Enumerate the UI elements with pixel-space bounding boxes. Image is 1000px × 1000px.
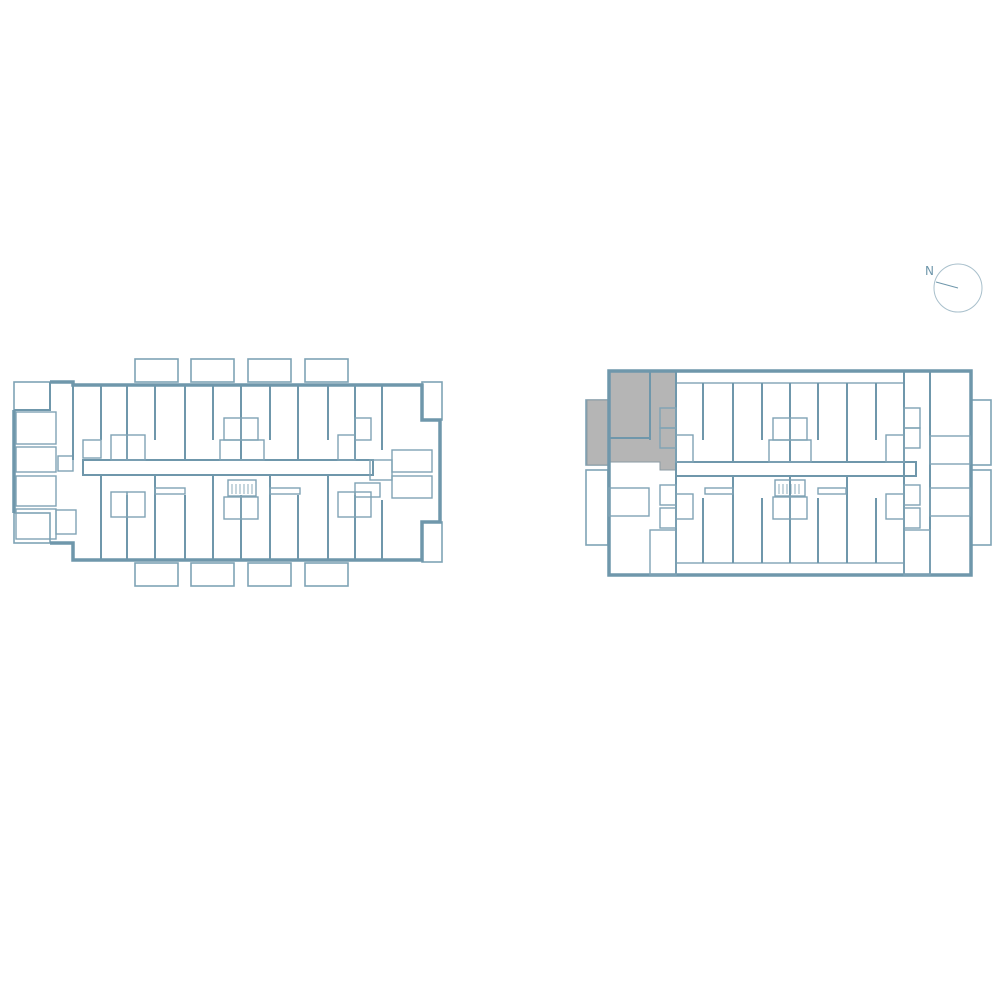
room — [55, 509, 77, 535]
bathroom — [354, 491, 372, 518]
balcony — [13, 512, 51, 544]
bathroom — [110, 491, 128, 518]
room — [649, 529, 677, 576]
outer-wall — [50, 380, 442, 562]
loggia — [675, 370, 905, 384]
bathroom — [337, 434, 356, 461]
room — [929, 435, 971, 465]
balcony — [134, 562, 179, 587]
outer-wall — [607, 369, 973, 577]
north-arrow-icon — [933, 263, 983, 313]
compass: N — [925, 263, 983, 313]
room — [391, 449, 433, 473]
bathroom — [269, 487, 301, 495]
room — [903, 529, 931, 576]
bathroom — [704, 487, 734, 495]
room — [903, 427, 921, 449]
balcony — [585, 469, 609, 546]
corridor — [82, 459, 374, 476]
bathroom — [240, 417, 259, 441]
bathroom — [337, 491, 356, 518]
bathroom — [223, 417, 242, 441]
outer-wall — [14, 382, 51, 411]
balcony — [421, 381, 443, 421]
room — [659, 507, 677, 529]
balcony — [970, 469, 992, 546]
bathroom — [82, 439, 102, 459]
building-left — [12, 358, 443, 587]
room — [57, 455, 74, 472]
bathroom — [885, 493, 905, 520]
bathroom — [675, 434, 694, 463]
bathroom — [110, 434, 128, 461]
room — [369, 459, 393, 481]
room — [659, 484, 677, 506]
selected-apartment-balcony — [586, 399, 610, 466]
room — [903, 507, 921, 529]
corridor — [675, 461, 917, 477]
bathroom — [223, 496, 242, 520]
bathroom — [154, 487, 186, 495]
room — [903, 484, 921, 506]
room — [929, 487, 971, 517]
building-right — [585, 369, 992, 577]
bathroom — [789, 417, 808, 441]
bathroom — [219, 439, 265, 461]
bathroom — [354, 417, 372, 441]
balcony — [190, 358, 235, 383]
room — [391, 475, 433, 499]
balcony — [304, 358, 349, 383]
loggia — [675, 562, 905, 576]
stairwell-icon — [227, 479, 257, 497]
balcony — [247, 562, 292, 587]
room — [903, 407, 921, 429]
bathroom — [772, 417, 791, 441]
balcony — [304, 562, 349, 587]
balcony — [13, 381, 51, 411]
room — [15, 475, 57, 507]
bathroom — [885, 434, 905, 463]
balcony — [421, 521, 443, 563]
bathroom — [768, 439, 812, 463]
compass-needle — [935, 281, 959, 289]
bathroom — [789, 496, 808, 520]
room — [608, 487, 650, 517]
bathroom — [675, 493, 694, 520]
balcony — [190, 562, 235, 587]
balcony — [247, 358, 292, 383]
room — [15, 411, 57, 445]
balcony — [134, 358, 179, 383]
balcony — [970, 399, 992, 466]
bathroom — [126, 434, 146, 461]
bathroom — [240, 496, 259, 520]
bathroom — [817, 487, 847, 495]
room — [354, 482, 381, 498]
bathroom — [126, 491, 146, 518]
bathroom — [772, 496, 791, 520]
stairwell-icon — [774, 479, 806, 497]
compass-north-label: N — [925, 264, 934, 278]
room — [15, 446, 57, 473]
